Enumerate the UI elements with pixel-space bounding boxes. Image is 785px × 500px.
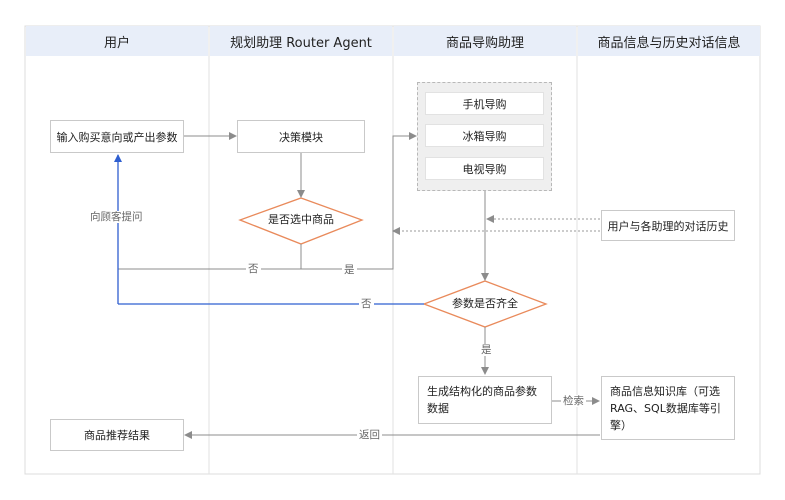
label-params-no: 否: [359, 298, 374, 310]
lane-header-info: 商品信息与历史对话信息: [578, 26, 760, 56]
label-retrieve: 检索: [561, 395, 586, 407]
label-return: 返回: [357, 429, 382, 441]
edge-select-yes: [301, 132, 417, 270]
node-knowledge-base: 商品信息知识库（可选 RAG、SQL数据库等引擎）: [601, 376, 735, 440]
node-fridge-guide: 冰箱导购: [425, 124, 544, 147]
node-recommend-result: 商品推荐结果: [50, 419, 184, 451]
node-input-intent: 输入购买意向或产出参数: [50, 120, 184, 153]
label-ask-customer: 向顾客提问: [88, 211, 145, 223]
node-structured-params: 生成结构化的商品参数数据: [418, 376, 552, 424]
node-history: 用户与各助理的对话历史: [601, 210, 735, 241]
lane-header-router: 规划助理 Router Agent: [210, 26, 392, 56]
node-select-product: 是否选中商品: [268, 213, 334, 226]
node-tv-guide: 电视导购: [425, 157, 544, 180]
lane-header-user: 用户: [26, 26, 208, 56]
label-select-yes: 是: [342, 264, 357, 276]
node-decision-module: 决策模块: [237, 120, 365, 153]
node-phone-guide: 手机导购: [425, 92, 544, 115]
lane-header-shopping: 商品导购助理: [394, 26, 576, 56]
label-select-no: 否: [246, 263, 261, 275]
label-params-yes: 是: [479, 344, 494, 356]
node-params-complete: 参数是否齐全: [452, 297, 518, 310]
